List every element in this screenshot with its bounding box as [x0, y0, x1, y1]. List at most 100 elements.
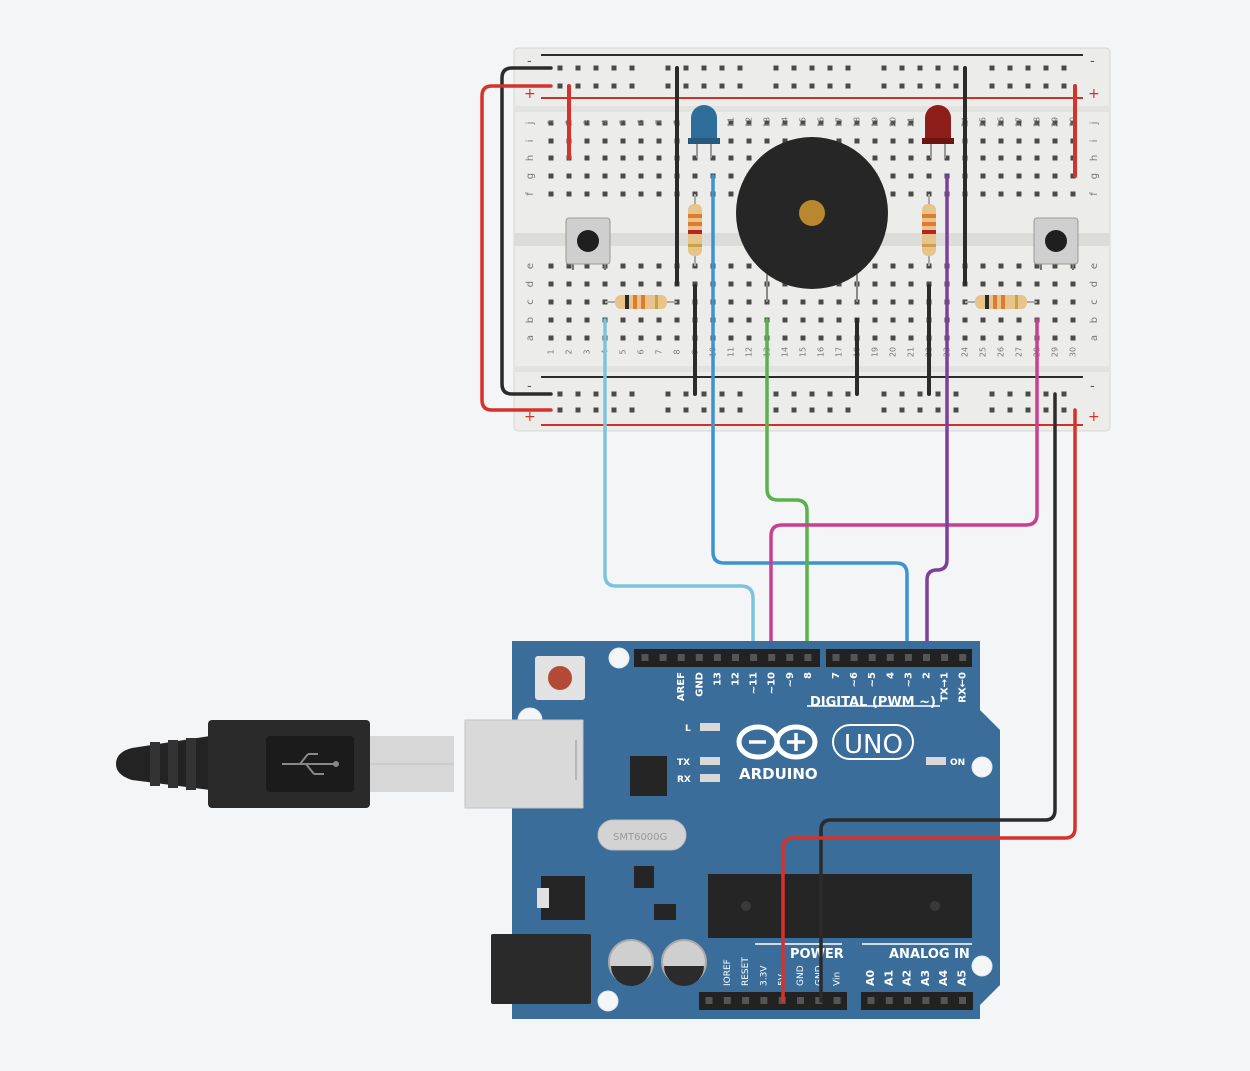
header-pin-hole[interactable]: [723, 997, 731, 1004]
breadboard-hole: [710, 155, 716, 161]
header-pin-hole[interactable]: [750, 654, 758, 661]
rail-hole: [701, 83, 707, 89]
header-pin-hole[interactable]: [695, 654, 703, 661]
breadboard-hole: [638, 155, 644, 161]
wire-led-red-pin2[interactable]: [925, 174, 949, 658]
rail-hole: [1007, 65, 1013, 71]
reset-button-cap[interactable]: [548, 666, 572, 690]
header-pin-hole[interactable]: [815, 997, 823, 1004]
breadboard-hole: [908, 317, 914, 323]
header-pin-hole[interactable]: [641, 654, 649, 661]
rail-hole: [1061, 65, 1067, 71]
mounting-hole: [597, 990, 619, 1012]
header-pin-hole[interactable]: [760, 997, 768, 1004]
wire-rail-vcc-link[interactable]: [480, 84, 553, 412]
header-pin-hole[interactable]: [941, 654, 949, 661]
resistor-horizontal-right[interactable]: [965, 295, 1037, 309]
led-red[interactable]: [922, 105, 954, 158]
rail-hole: [593, 391, 599, 397]
header-pin-hole[interactable]: [904, 997, 912, 1004]
breadboard-hole: [854, 138, 860, 144]
analog-header[interactable]: [861, 992, 973, 1010]
led-blue[interactable]: [688, 105, 720, 158]
header-pin-hole[interactable]: [867, 997, 875, 1004]
digital-header-label: DIGITAL (PWM ~): [810, 695, 936, 710]
usb-cable[interactable]: [116, 720, 454, 808]
breadboard-hole: [926, 155, 932, 161]
header-pin-hole[interactable]: [804, 654, 812, 661]
wire-5v-to-arduino[interactable]: [781, 408, 1077, 1003]
breadboard-hole: [656, 138, 662, 144]
piezo-buzzer[interactable]: [736, 137, 888, 302]
pushbutton-left[interactable]: [565, 217, 611, 270]
wire-buzzer-pin8[interactable]: [765, 318, 809, 658]
header-pin-hole[interactable]: [768, 654, 776, 661]
breadboard-hole: [602, 138, 608, 144]
header-pin-hole[interactable]: [659, 654, 667, 661]
row-letter: e: [1089, 263, 1100, 269]
small-chip: [634, 866, 654, 888]
header-pin-hole[interactable]: [959, 997, 966, 1004]
breadboard-hole: [620, 173, 626, 179]
breadboard-hole: [1070, 191, 1076, 197]
column-number: 5: [619, 349, 628, 354]
rail-hole: [575, 407, 581, 413]
breadboard-hole: [764, 138, 770, 144]
wire-gnd-to-arduino[interactable]: [819, 392, 1057, 1003]
header-pin-hole[interactable]: [868, 654, 876, 661]
header-pin-hole[interactable]: [923, 654, 930, 661]
power-header[interactable]: [699, 992, 847, 1010]
wire-rail-gnd-link[interactable]: [500, 66, 553, 396]
header-pin-hole[interactable]: [959, 654, 967, 661]
header-pin-hole[interactable]: [922, 997, 930, 1004]
rail-hole: [1061, 391, 1067, 397]
header-pin-hole[interactable]: [742, 997, 750, 1004]
header-pin-hole[interactable]: [705, 997, 713, 1004]
header-pin-hole[interactable]: [904, 654, 912, 661]
header-pin-hole[interactable]: [832, 654, 840, 661]
wire-button-left-pin11[interactable]: [603, 318, 755, 658]
resistor-vertical-left[interactable]: [688, 194, 702, 266]
breadboard-jumpers: [567, 66, 1077, 396]
digital-header-right[interactable]: [826, 649, 972, 667]
resistor-vertical-right[interactable]: [922, 194, 936, 266]
header-pin-hole[interactable]: [732, 654, 739, 661]
pushbutton-right[interactable]: [1033, 217, 1079, 270]
rail-hole: [935, 391, 941, 397]
header-pin-hole[interactable]: [786, 654, 794, 661]
header-pin-hole[interactable]: [885, 997, 893, 1004]
led-rx-indicator: [700, 774, 720, 782]
breadboard-hole: [620, 138, 626, 144]
rail-hole: [773, 407, 779, 413]
breadboard-hole: [602, 120, 608, 126]
header-pin-hole[interactable]: [850, 654, 858, 661]
rail-hole: [719, 83, 725, 89]
power-pin-label: GND: [796, 965, 806, 986]
pushbutton-cap[interactable]: [1045, 230, 1067, 252]
breadboard-hole: [800, 335, 806, 341]
header-pin-hole[interactable]: [677, 654, 685, 661]
digital-header-left[interactable]: [634, 649, 820, 667]
digital-pin-label: TX→1: [940, 672, 951, 702]
header-pin-hole[interactable]: [713, 654, 721, 661]
bottom-pin-holes: [705, 997, 966, 1004]
rail-hole: [1007, 83, 1013, 89]
pushbutton-cap[interactable]: [577, 230, 599, 252]
rail-hole: [917, 407, 923, 413]
wire-button-right-pin10[interactable]: [769, 318, 1039, 658]
resistor-horizontal-left[interactable]: [605, 295, 677, 309]
breadboard-hole: [836, 317, 842, 323]
header-pin-hole[interactable]: [940, 997, 948, 1004]
led-l-label: L: [685, 724, 691, 734]
breadboard-hole: [890, 120, 896, 126]
breadboard-hole: [1070, 317, 1076, 323]
header-pin-hole[interactable]: [886, 654, 894, 661]
header-pin-hole[interactable]: [797, 997, 804, 1004]
wire-led-blue-pin3[interactable]: [711, 174, 909, 658]
breadboard-hole: [620, 120, 626, 126]
header-pin-hole[interactable]: [833, 997, 841, 1004]
column-number: 14: [781, 347, 790, 357]
breadboard-hole: [638, 138, 644, 144]
